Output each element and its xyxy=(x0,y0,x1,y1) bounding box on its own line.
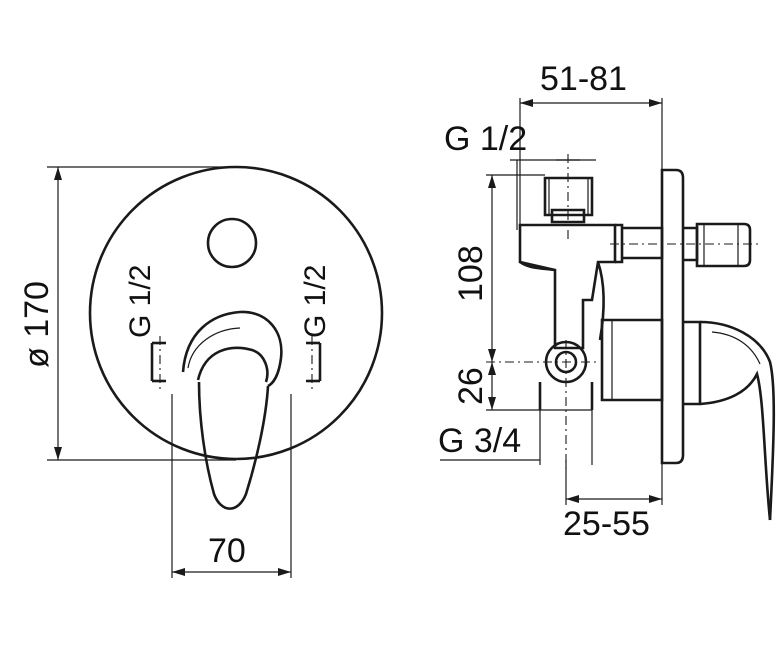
height-upper-label: 108 xyxy=(452,245,490,302)
offset-range-label: 25-55 xyxy=(563,505,650,543)
width-dimension xyxy=(171,394,292,578)
width-label: 70 xyxy=(208,532,246,570)
side-view: 51-81 G 1/2 108 26 G 3/4 25-55 xyxy=(438,60,776,543)
lever-handle xyxy=(181,310,283,510)
depth-dimension xyxy=(519,98,663,225)
top-port-leader xyxy=(510,159,596,230)
side-lever xyxy=(699,320,776,521)
diameter-label: ø 170 xyxy=(18,281,56,368)
bottom-inlet xyxy=(486,340,600,470)
left-port-marker xyxy=(150,336,166,390)
cartridge-housing xyxy=(600,318,702,406)
right-port-marker xyxy=(306,336,322,390)
bottom-port-leader xyxy=(440,410,593,465)
top-inlet-fitting xyxy=(543,154,594,240)
diameter-dimension xyxy=(47,166,236,461)
offset-dimension xyxy=(565,460,663,505)
depth-range-label: 51-81 xyxy=(540,60,627,98)
diverter-knob xyxy=(206,217,258,269)
wall-plate xyxy=(660,168,685,465)
bottom-port-label: G 3/4 xyxy=(438,422,521,460)
valve-body xyxy=(518,223,624,350)
height-lower-label: 26 xyxy=(452,367,490,405)
left-port-label: G 1/2 xyxy=(124,265,157,338)
right-port-label: G 1/2 xyxy=(299,265,332,338)
diverter-stem xyxy=(610,222,760,268)
front-view: ø 170 G 1/2 G 1/2 70 xyxy=(18,165,384,578)
top-port-label: G 1/2 xyxy=(444,120,527,158)
height-dimension xyxy=(486,174,592,411)
